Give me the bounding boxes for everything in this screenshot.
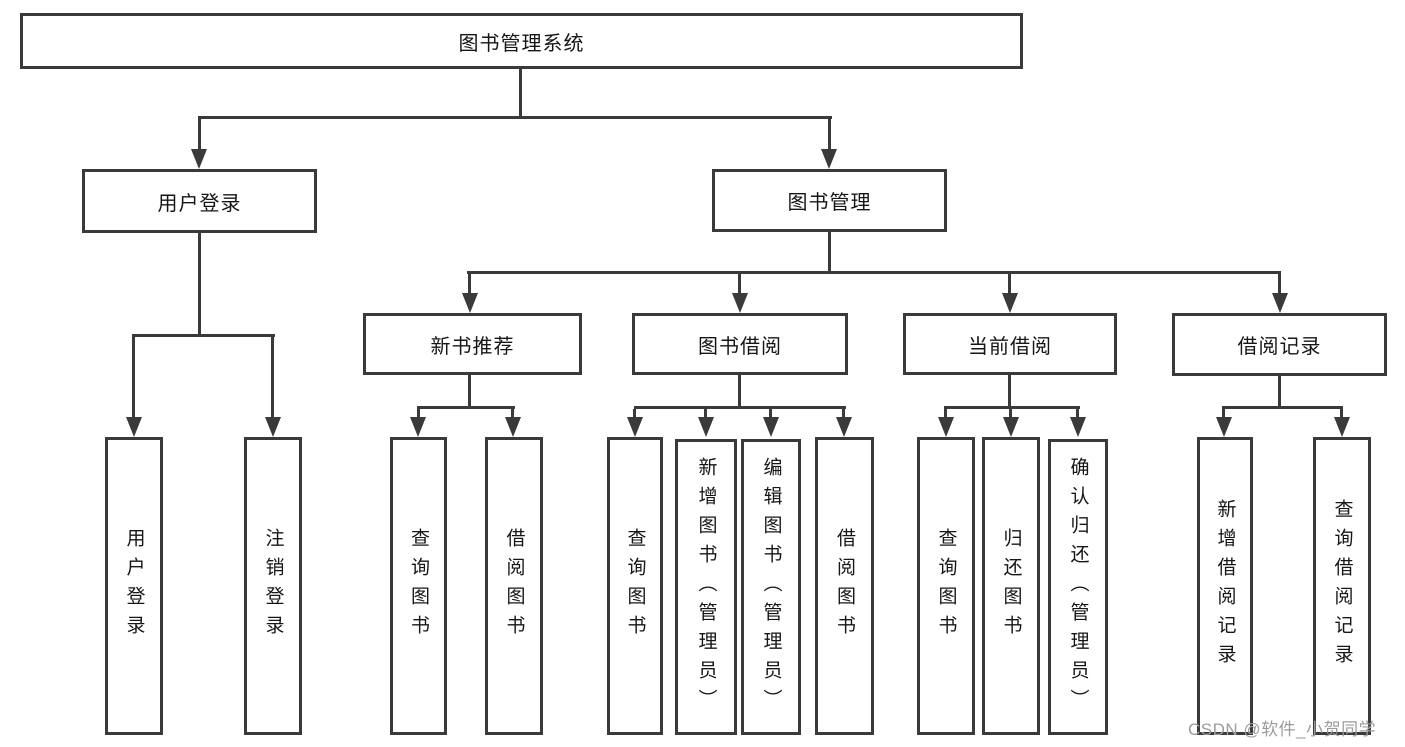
arrowhead-down-icon — [462, 293, 478, 313]
edge-line — [944, 406, 1080, 409]
arrowhead-down-icon — [505, 417, 521, 437]
leaf-recommend-borrow-books: 借阅图书 — [485, 437, 543, 735]
leaf-recommend-borrow-books-label: 借阅图书 — [503, 528, 525, 644]
edge-line — [198, 116, 832, 119]
edge-line — [944, 409, 947, 418]
edge-line — [633, 409, 636, 418]
edge-line — [1009, 409, 1012, 418]
arrowhead-down-icon — [1272, 293, 1288, 313]
node-root: 图书管理系统 — [20, 13, 1023, 69]
leaf-add-borrow-record: 新增借阅记录 — [1197, 437, 1253, 735]
leaf-confirm-return-admin-label: 确认归还（管理员） — [1067, 456, 1089, 718]
node-user-login: 用户登录 — [82, 169, 317, 233]
node-user-login-label: 用户登录 — [157, 192, 242, 215]
leaf-add-borrow-record-label: 新增借阅记录 — [1214, 499, 1236, 673]
arrowhead-down-icon — [265, 417, 281, 437]
node-new-book-recommend: 新书推荐 — [363, 313, 582, 375]
leaf-add-books-admin-label: 新增图书（管理员） — [695, 456, 717, 718]
edge-line — [828, 232, 831, 273]
arrowhead-down-icon — [698, 417, 714, 437]
arrowhead-down-icon — [1216, 417, 1232, 437]
node-new-book-recommend-label: 新书推荐 — [430, 335, 515, 358]
edge-line — [1340, 409, 1343, 418]
leaf-logout-label: 注销登录 — [262, 528, 284, 644]
arrowhead-down-icon — [126, 417, 142, 437]
arrowhead-down-icon — [763, 417, 779, 437]
edge-line — [1008, 375, 1011, 408]
edge-line — [704, 409, 707, 418]
leaf-query-borrow-record-label: 查询借阅记录 — [1331, 499, 1353, 673]
edge-line — [198, 233, 201, 336]
node-root-label: 图书管理系统 — [458, 32, 585, 55]
edge-line — [132, 334, 275, 337]
edge-line — [769, 409, 772, 418]
edge-line — [467, 271, 1281, 274]
node-book-borrow-label: 图书借阅 — [698, 335, 782, 358]
leaf-user-login-label: 用户登录 — [123, 528, 145, 644]
edge-line — [634, 406, 846, 409]
edge-line — [417, 406, 515, 409]
edge-line — [738, 375, 741, 408]
leaf-current-query-books-label: 查询图书 — [935, 528, 957, 644]
edge-line — [1076, 409, 1079, 418]
arrowhead-down-icon — [836, 417, 852, 437]
leaf-borrow-query-books: 查询图书 — [607, 437, 663, 735]
arrowhead-down-icon — [627, 417, 643, 437]
leaf-add-books-admin: 新增图书（管理员） — [675, 439, 737, 735]
arrowhead-down-icon — [1002, 293, 1018, 313]
node-book-borrow: 图书借阅 — [632, 313, 848, 375]
watermark: CSDN @软件_小贺同学 — [1188, 720, 1377, 739]
arrowhead-down-icon — [732, 293, 748, 313]
leaf-recommend-query-books: 查询图书 — [390, 437, 447, 735]
leaf-edit-books-admin-label: 编辑图书（管理员） — [760, 456, 782, 718]
leaf-borrow-query-books-label: 查询图书 — [624, 528, 646, 644]
arrowhead-down-icon — [1070, 417, 1086, 437]
edge-line — [738, 274, 741, 294]
leaf-edit-books-admin: 编辑图书（管理员） — [741, 439, 801, 735]
leaf-recommend-query-books-label: 查询图书 — [408, 528, 429, 644]
node-current-borrow: 当前借阅 — [903, 313, 1117, 375]
node-borrow-records-label: 借阅记录 — [1237, 336, 1322, 358]
edge-line — [842, 409, 845, 418]
leaf-return-books: 归还图书 — [982, 437, 1040, 735]
leaf-logout: 注销登录 — [244, 437, 302, 735]
arrowhead-down-icon — [410, 417, 426, 437]
edge-line — [1278, 376, 1281, 407]
edge-line — [198, 119, 201, 151]
edge-line — [1008, 274, 1011, 294]
edge-line — [271, 337, 274, 417]
leaf-current-query-books: 查询图书 — [917, 437, 975, 735]
edge-line — [828, 119, 831, 151]
node-current-borrow-label: 当前借阅 — [968, 335, 1052, 358]
edge-line — [1222, 409, 1225, 418]
leaf-query-borrow-record: 查询借阅记录 — [1313, 437, 1371, 735]
edge-line — [1222, 406, 1343, 409]
edge-line — [519, 68, 522, 118]
arrowhead-down-icon — [1334, 417, 1350, 437]
edge-line — [468, 274, 471, 294]
arrowhead-down-icon — [938, 417, 954, 437]
edge-line — [468, 375, 471, 408]
node-book-management: 图书管理 — [712, 169, 947, 232]
leaf-user-login: 用户登录 — [105, 437, 163, 735]
arrowhead-down-icon — [821, 149, 837, 169]
arrowhead-down-icon — [191, 149, 207, 169]
arrowhead-down-icon — [1003, 417, 1019, 437]
leaf-borrow-books-label: 借阅图书 — [834, 528, 855, 644]
leaf-borrow-books: 借阅图书 — [815, 437, 874, 735]
leaf-confirm-return-admin: 确认归还（管理员） — [1048, 439, 1108, 735]
edge-line — [132, 337, 135, 417]
edge-line — [417, 409, 420, 418]
edge-line — [1278, 274, 1281, 294]
node-book-management-label: 图书管理 — [787, 192, 872, 214]
leaf-return-books-label: 归还图书 — [1000, 528, 1022, 644]
edge-line — [511, 409, 514, 418]
node-borrow-records: 借阅记录 — [1172, 313, 1387, 376]
